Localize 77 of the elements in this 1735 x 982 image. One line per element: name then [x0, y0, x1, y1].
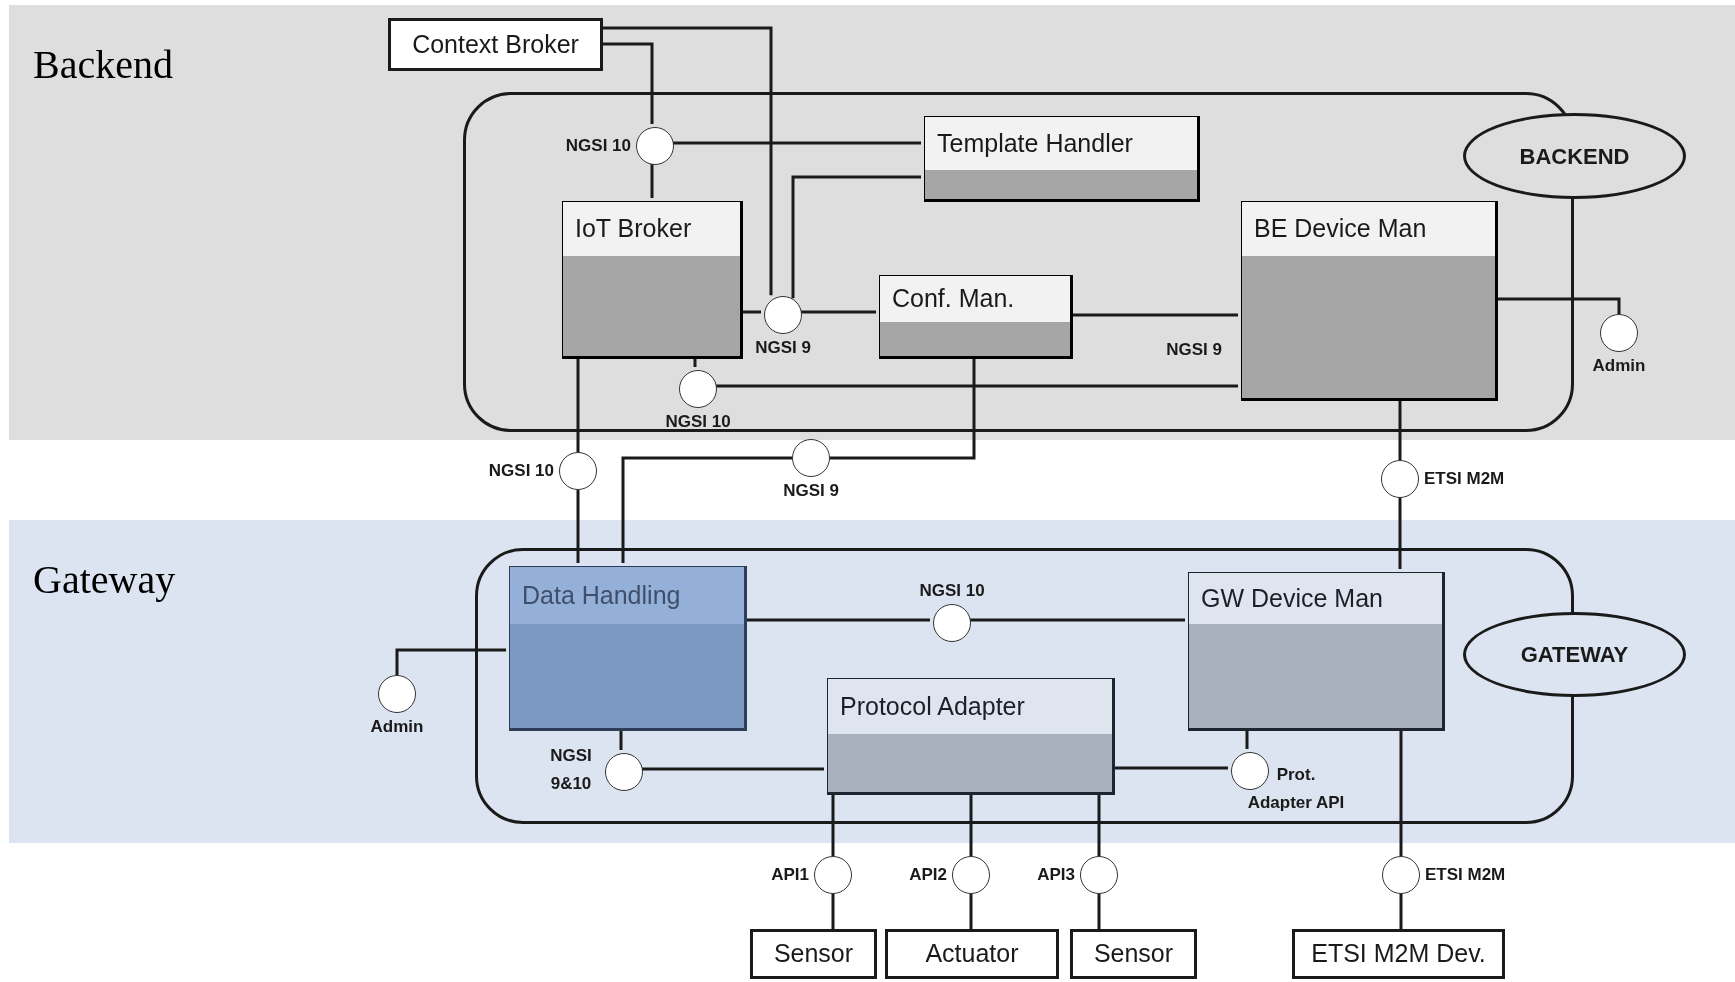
layer-band: [9, 5, 1735, 440]
component-title: Conf. Man.: [892, 283, 1015, 315]
device-box: [885, 929, 1059, 979]
connector-line: [1495, 297, 1621, 314]
device-box: [388, 18, 603, 71]
connector-line: [576, 356, 580, 452]
connector-line: [1399, 894, 1403, 929]
component-title: GW Device Man: [1201, 582, 1383, 614]
component-title: Data Handling: [522, 579, 681, 611]
layer-title: Backend: [33, 42, 173, 87]
connector-line: [1097, 792, 1101, 856]
connector-line: [744, 618, 930, 622]
layer-label: GATEWAY: [1520, 641, 1629, 669]
interface-label: Admin: [1592, 355, 1646, 377]
connector-line: [791, 175, 921, 299]
connector-line: [1245, 728, 1249, 749]
connector-line: [621, 456, 792, 563]
device-label: Actuator: [925, 938, 1019, 970]
component-title: BE Device Man: [1254, 213, 1427, 245]
connector-line: [1398, 498, 1402, 569]
connector-line: [603, 26, 773, 296]
device-box: [1070, 929, 1197, 979]
connector-line: [969, 792, 973, 856]
component-box: [924, 116, 1200, 202]
device-label: ETSI M2M Dev.: [1311, 938, 1486, 970]
connector-line: [576, 490, 580, 563]
connector-line: [640, 767, 824, 771]
device-box: [750, 929, 877, 979]
connector-line: [650, 162, 654, 198]
layer-title: Gateway: [33, 557, 176, 602]
connector-line: [1097, 894, 1101, 929]
interface-label: NGSI 10: [919, 579, 985, 602]
connector-line: [831, 894, 835, 929]
component-box: [1241, 201, 1498, 401]
interface-label: NGSI 9&10: [549, 745, 593, 795]
component-title: Protocol Adapter: [840, 690, 1025, 722]
connector-line: [740, 310, 761, 314]
connector-line: [1398, 398, 1402, 460]
interface-label: Admin: [370, 716, 424, 738]
connector-line: [968, 618, 1185, 622]
connector-line: [1070, 313, 1238, 317]
interface-label: ETSI M2M: [1424, 468, 1505, 491]
layer-band: [9, 520, 1735, 843]
connector-line: [693, 356, 697, 367]
component-box: [562, 201, 743, 359]
component-title: IoT Broker: [575, 213, 692, 245]
interface-label: ETSI M2M: [1425, 864, 1506, 887]
interface-label: Prot. Adapter API: [1246, 764, 1346, 814]
connector-line: [969, 894, 973, 929]
component-box: [1188, 572, 1445, 731]
connector-line: [1399, 728, 1403, 856]
device-label: Context Broker: [412, 28, 579, 60]
interface-label: NGSI 10: [665, 411, 731, 433]
interface-label: NGSI 10: [565, 135, 631, 158]
device-box: [1292, 929, 1505, 979]
interface-label: API3: [1037, 864, 1075, 887]
interface-label: API1: [771, 864, 809, 887]
interface-label: NGSI 10: [488, 460, 554, 483]
device-label: Sensor: [1093, 938, 1174, 970]
component-box: [879, 275, 1073, 359]
connector-line: [671, 141, 921, 145]
component-box: [827, 678, 1115, 795]
connector-line: [831, 792, 835, 856]
connector-line: [1112, 766, 1228, 770]
component-title: Template Handler: [937, 127, 1133, 159]
device-label: Sensor: [773, 938, 854, 970]
interface-label: NGSI 9: [783, 480, 839, 502]
component-box: [509, 566, 747, 731]
interface-label: NGSI 9: [755, 337, 811, 359]
layer-label: BACKEND: [1519, 142, 1630, 171]
connector-line: [799, 310, 876, 314]
connector-line: [619, 728, 623, 750]
interface-label: API2: [909, 864, 947, 887]
connector-line: [714, 384, 1238, 388]
connector-line: [830, 356, 976, 460]
connector-line: [395, 648, 506, 675]
connector-line: [603, 42, 654, 124]
